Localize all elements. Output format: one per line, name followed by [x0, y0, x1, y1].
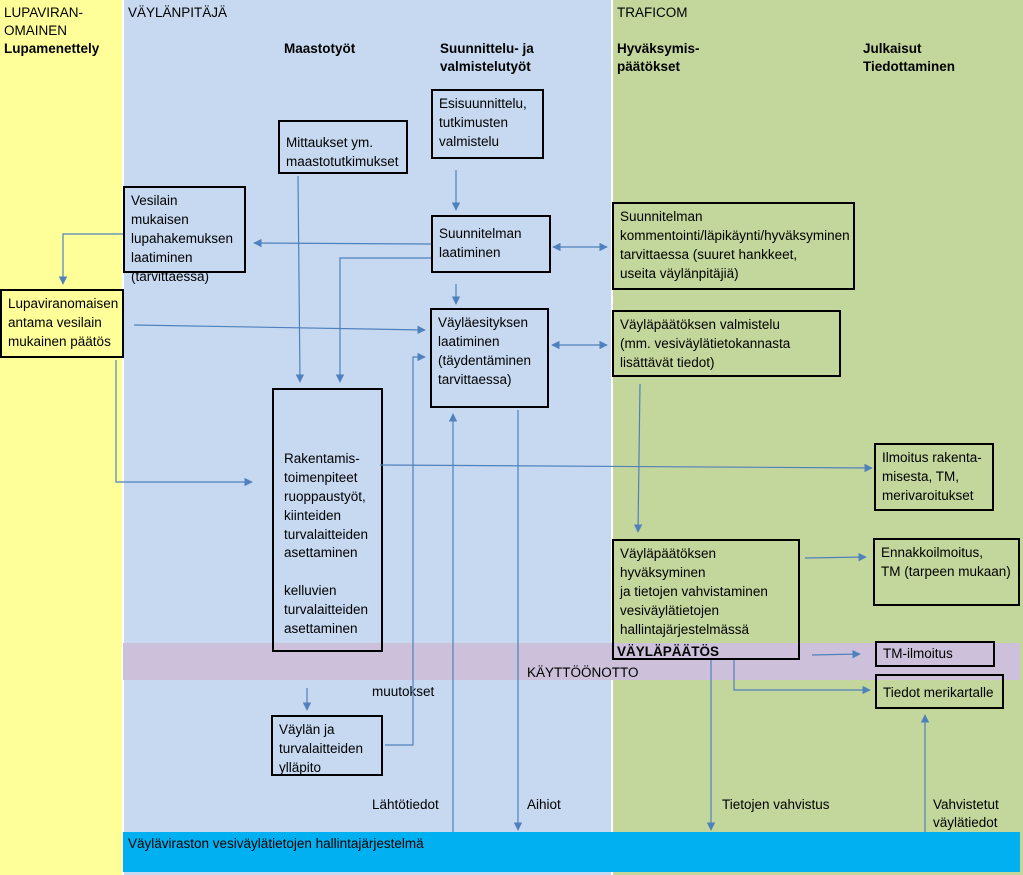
header-approval: Hyväksymis- päätökset	[617, 41, 700, 75]
arrow-application-to-decision	[58, 233, 123, 285]
label-drafts: Aihiot	[527, 797, 561, 812]
box-advance-notice: Ennakkoilmoitus, TM (tarpeen mukaan)	[873, 538, 1020, 606]
lane-title-traficom: TRAFICOM	[617, 5, 688, 20]
lane-permit-authority	[0, 0, 123, 875]
box-plan-drafting: Suunnitelman laatiminen	[431, 215, 551, 273]
lane-title-permit-line2: OMAINEN	[4, 23, 68, 38]
system-label: Väyläviraston vesiväylätietojen hallinta…	[128, 836, 424, 851]
lane-divider	[122, 0, 124, 875]
box-construction-notice: Ilmoitus rakenta- misesta, TM, merivaroi…	[874, 443, 994, 511]
label-changes: muutokset	[372, 684, 435, 699]
arrow-measurements-to-construction	[295, 175, 305, 383]
box-decision-approval: Väyläpäätöksen hyväksyminen ja tietojen …	[612, 539, 800, 660]
label-commissioning: KÄYTTÖÖNOTTO	[527, 665, 639, 680]
lane-title-permit-line3: Lupamenettely	[4, 41, 100, 56]
lane-divider	[611, 0, 613, 875]
box-proposal-drafting: Väyläesityksen laatiminen (täydentäminen…	[430, 308, 549, 408]
arrow-construction-to-notice	[379, 463, 873, 473]
arrow-approval-to-tm	[811, 649, 861, 659]
lane-fairway-keeper	[123, 0, 612, 875]
arrow-decision-to-construction	[115, 360, 253, 487]
box-construction: Rakentamis- toimenpiteet ruoppaustyöt, k…	[272, 388, 383, 652]
arrow-maintenance-to-proposal	[385, 352, 426, 746]
arrow-preparation-to-approval	[633, 383, 643, 533]
lane-traficom	[612, 0, 1023, 875]
box-preliminary-design: Esisuunnittelu, tutkimusten valmistelu	[431, 89, 544, 159]
label-data-confirmation: Tietojen vahvistus	[722, 797, 830, 812]
box-chart-info: Tiedot merikartalle	[875, 674, 1004, 709]
arrow-approval-to-advance	[804, 552, 867, 562]
header-publications: Julkaisut Tiedottaminen	[863, 41, 956, 75]
label-confirmed-data: Vahvistetut väylätiedot	[933, 797, 999, 831]
arrow-plan-to-application	[253, 238, 432, 248]
lane-title-permit-line1: LUPAVIRAN-	[4, 5, 84, 20]
arrow-decision-to-proposal	[133, 324, 426, 335]
box-permit-decision: Lupaviranomaisen antama vesilain mukaine…	[0, 289, 124, 358]
label-source-data: Lähtötiedot	[372, 797, 439, 812]
box-maintenance: Väylän ja turvalaitteiden ylläpito	[271, 715, 383, 776]
box-decision-preparation: Väyläpäätöksen valmistelu (mm. vesiväylä…	[612, 310, 841, 377]
label-fairway-decision: VÄYLÄPÄÄTÖS	[617, 644, 720, 659]
arrow-plan-to-construction	[335, 257, 431, 383]
box-measurements: Mittaukset ym. maastotutkimukset	[278, 120, 408, 174]
system-bar	[123, 832, 1020, 872]
header-planning: Suunnittelu- ja valmistelutyöt	[440, 41, 534, 75]
box-plan-commenting: Suunnitelman kommentointi/läpikäynti/hyv…	[612, 202, 855, 290]
arrow-approval-to-chart	[733, 660, 871, 695]
box-permit-application: Vesilain mukaisen lupahakemuksen laatimi…	[123, 186, 246, 284]
header-field-work: Maastotyöt	[284, 41, 356, 56]
box-tm-notice: TM-ilmoitus	[875, 641, 995, 667]
lane-title-fairway-keeper: VÄYLÄNPITÄJÄ	[128, 5, 228, 20]
